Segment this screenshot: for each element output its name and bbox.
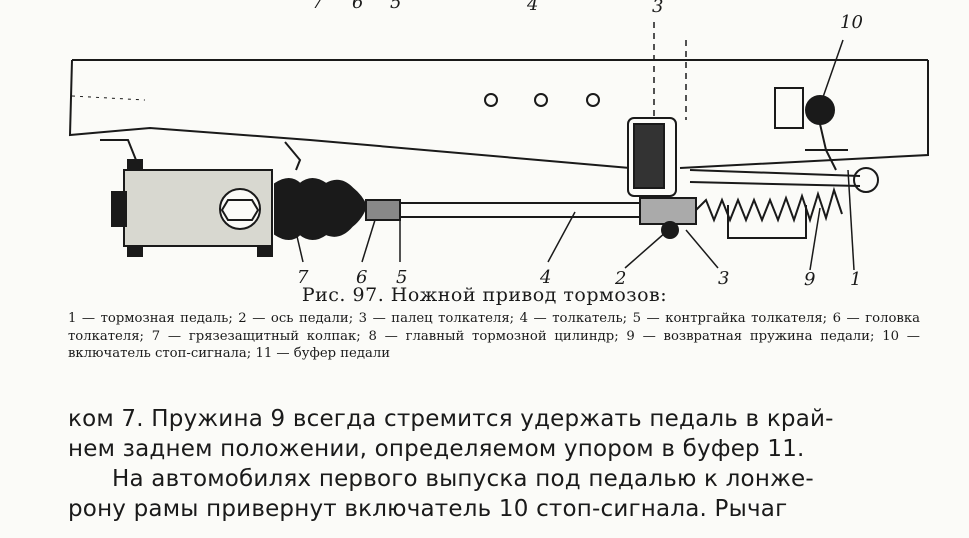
body-line-4: рону рамы привернут включатель 10 стоп-с… [68, 496, 788, 522]
stop-signal-switch [774, 87, 848, 171]
brake-drive-figure: 7 6 5 4 3 [68, 0, 929, 290]
legend-item: 6 — головка толкателя; [68, 311, 920, 344]
figure-legend: 1 — тормозная педаль; 2 — ось педали; 3 … [68, 310, 920, 363]
callout-6: 6 [356, 267, 367, 288]
return-spring [689, 167, 879, 224]
callout-9: 9 [804, 269, 815, 290]
top-number-6: 6 [352, 0, 363, 13]
callout-10: 10 [840, 12, 863, 33]
pedal-pad [627, 117, 677, 197]
callout-3: 3 [718, 268, 729, 289]
master-cylinder [111, 159, 273, 257]
top-number-4: 4 [526, 0, 538, 15]
top-number-7: 7 [312, 0, 324, 13]
legend-item: 2 — ось педали; [238, 311, 354, 326]
figure-caption: Рис. 97. Ножной привод тормозов: [301, 284, 668, 306]
callout-1: 1 [850, 269, 861, 290]
legend-item: 3 — палец толкателя; [358, 311, 515, 326]
legend-item: 4 — толкатель; [519, 311, 628, 326]
legend-item: 7 — грязезащитный колпак; [151, 328, 361, 344]
push-rod [365, 197, 697, 239]
legend-item: 10 — включатель стоп-сигнала; [68, 328, 920, 362]
legend-item: 8 — главный тормозной цилиндр; [368, 328, 619, 344]
body-text: ком 7. Пружина 9 всегда стремится удержа… [68, 404, 920, 524]
callout-7: 7 [297, 267, 309, 288]
dust-boot [274, 178, 368, 240]
legend-item: 9 — возвратная пружина педали; [626, 328, 875, 344]
frame-holes [484, 93, 600, 107]
top-number-3: 3 [652, 0, 663, 17]
dashed-guides [653, 22, 687, 120]
callout-leaders [295, 39, 855, 271]
callout-2: 2 [614, 268, 626, 289]
body-line-1: ком 7. Пружина 9 всегда стремится удержа… [68, 406, 834, 432]
top-number-5: 5 [390, 0, 401, 13]
legend-item: 1 — тормозная педаль; [68, 311, 233, 326]
body-line-2: нем заднем положении, определяемом упоро… [68, 436, 805, 462]
mount-brackets [100, 139, 807, 239]
callout-4: 4 [539, 267, 551, 288]
legend-item: 5 — контргайка толкателя; [632, 311, 828, 326]
frame-rail [68, 59, 929, 169]
body-line-3: На автомобилях первого выпуска под педал… [112, 466, 814, 492]
legend-item: 11 — буфер педали [255, 346, 391, 361]
callout-5: 5 [396, 267, 407, 288]
